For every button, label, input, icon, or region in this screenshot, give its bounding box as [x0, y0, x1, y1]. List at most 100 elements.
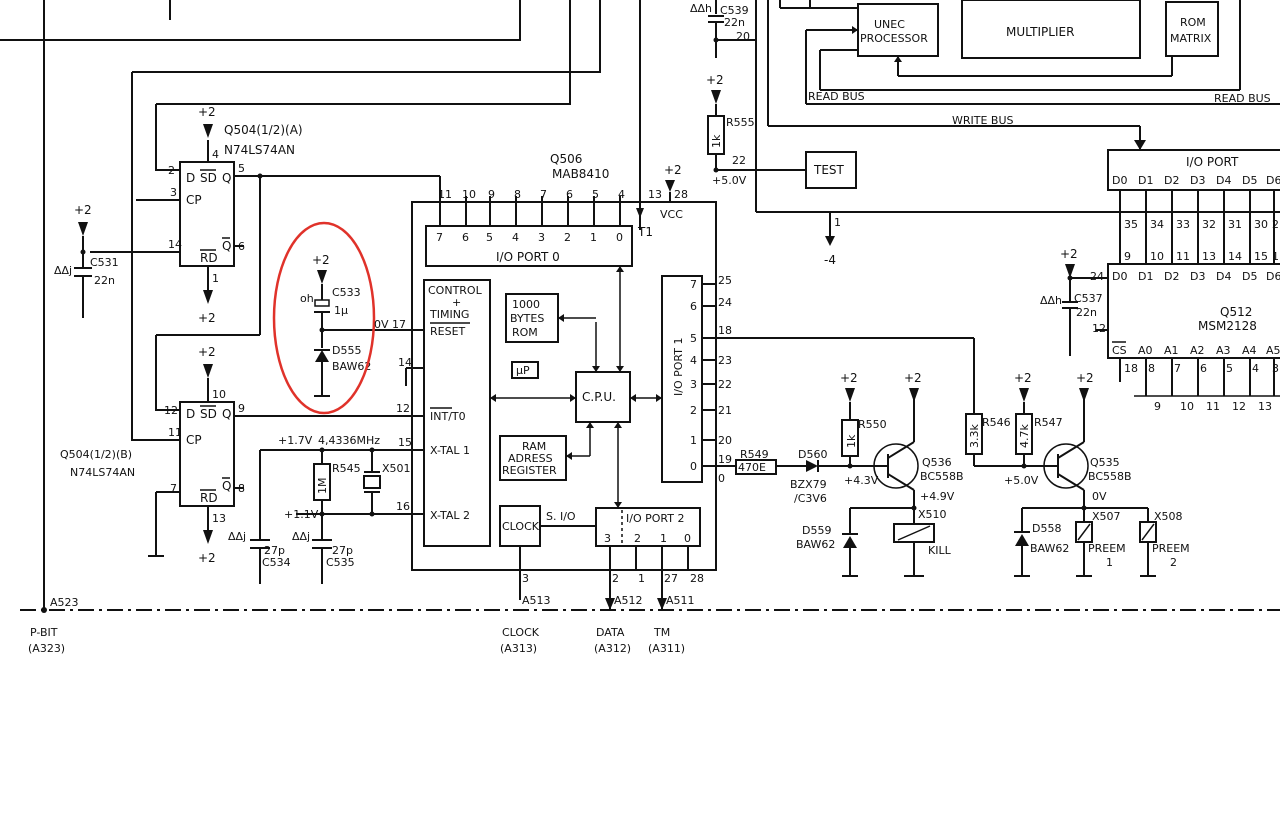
c537-node: ΔΔh — [1040, 294, 1062, 307]
crystal-network: +1.7V 4,4336MHz +1.1V 1M R545 X501 ΔΔj 2… — [228, 434, 411, 584]
ram-line3: REGISTER — [502, 464, 557, 477]
io-d5: D5 — [1242, 174, 1257, 187]
port2-bit-0: 0 — [684, 532, 691, 545]
r555-pin: 22 — [732, 154, 746, 167]
c533-node: oh — [300, 292, 314, 305]
a513-label: A513 — [522, 594, 551, 607]
r549-out: 0 — [718, 472, 725, 485]
q504b-qn-label: Q — [222, 479, 231, 493]
q506-clock-block: CLOCK S. I/O 3 — [499, 505, 596, 600]
x508-label1: PREEM — [1152, 542, 1190, 555]
q512-top-pin-1: 1 — [1272, 250, 1279, 263]
c533-value: 1μ — [334, 304, 348, 317]
q504a-part: N74LS74AN — [224, 143, 295, 157]
q504a-d-label: D — [186, 171, 195, 185]
io-port-right: I/O PORT D0 D1 D2 D3 D4 D5 D6 35 34 33 3… — [1107, 149, 1280, 264]
q504b-pin8: 8 — [238, 482, 245, 495]
q504a-q-label: Q — [222, 171, 231, 185]
q506-rom-block: 1000 BYTES ROM — [505, 293, 559, 343]
q506-io-port2: I/O PORT 2 3 2 1 0 2 1 27 28 — [595, 507, 704, 610]
d559-ref: D559 — [802, 524, 831, 537]
minus4-label: -4 — [824, 253, 836, 267]
q504a-pin2: 2 — [168, 164, 175, 177]
control-line1: CONTROL — [428, 284, 483, 297]
q535-v: 0V — [1092, 490, 1107, 503]
r547-ref: R547 — [1034, 416, 1063, 429]
port1-label: I/O PORT 1 — [672, 338, 685, 396]
q506-pin-10: 10 — [462, 188, 476, 201]
q535-ref: Q535 — [1090, 456, 1120, 469]
port1-bit-7: 7 — [690, 278, 697, 291]
q504a-pin3: 3 — [170, 186, 177, 199]
r545-ref: R545 — [332, 462, 361, 475]
q512-d6: D6 — [1266, 270, 1280, 283]
port2-label: I/O PORT 2 — [626, 512, 684, 525]
q512-supply: +2 — [1060, 247, 1078, 261]
x501-ref: X501 — [382, 462, 411, 475]
xtal-frequency: 4,4336MHz — [318, 434, 380, 447]
d560-ref: D560 — [798, 448, 827, 461]
port1-pin-18: 18 — [718, 324, 732, 337]
q536-ref: Q536 — [922, 456, 952, 469]
port0-bit-1: 1 — [590, 231, 597, 244]
io-pin-32: 32 — [1202, 218, 1216, 231]
d560-sub: /C3V6 — [794, 492, 827, 505]
r555-ref: R555 — [726, 116, 755, 129]
x507-ref: X507 — [1092, 510, 1121, 523]
q536-vbase: +4.3V — [844, 474, 879, 487]
ic-q512: 9 10 11 13 14 15 1 D0 D1 D2 D3 D4 D5 D6 … — [1090, 250, 1280, 413]
io-pin-35: 35 — [1124, 218, 1138, 231]
io-pin-30: 30 — [1254, 218, 1268, 231]
q504b-supply-top: +2 — [198, 345, 216, 359]
d558-part: BAW62 — [1030, 542, 1069, 555]
q512-d1: D1 — [1138, 270, 1153, 283]
q512-d2: D2 — [1164, 270, 1179, 283]
reset-circuit-c533-d555: +2 oh C533 1μ D555 BAW62 — [272, 221, 420, 415]
kill-driver-circuit: R549 470E 0 D560 BZX79 /C3V6 +2 1k R550 … — [718, 371, 964, 577]
q512-ref: Q512 — [1220, 305, 1252, 319]
port2-pin-2: 2 — [612, 572, 619, 585]
q512-d0: D0 — [1112, 270, 1127, 283]
io-pin-33: 33 — [1176, 218, 1190, 231]
q512-top-pin-14: 14 — [1228, 250, 1242, 263]
port2-pin-28: 28 — [690, 572, 704, 585]
port0-bit-3: 3 — [538, 231, 545, 244]
port1-bit-5: 5 — [690, 332, 697, 345]
c531-node: ΔΔj — [54, 264, 72, 277]
rom-line2: BYTES — [510, 312, 544, 325]
q506-ram-block: RAM ADRESS REGISTER — [499, 435, 567, 481]
q512-top-pin-15: 15 — [1254, 250, 1268, 263]
c537-ref: C537 — [1074, 292, 1103, 305]
q512-a-pin-7: 7 — [1174, 362, 1181, 375]
io-d0: D0 — [1112, 174, 1127, 187]
port0-label: I/O PORT 0 — [496, 250, 560, 264]
q512-d5: D5 — [1242, 270, 1257, 283]
q504a-pin4: 4 — [212, 148, 219, 161]
c533-ref: C533 — [332, 286, 361, 299]
x508-label2: 2 — [1170, 556, 1177, 569]
bottom-connector-line: A523 P-BIT (A323) A513 CLOCK (A313) A512… — [20, 594, 1280, 655]
a523-label: A523 — [50, 596, 79, 609]
x510-ref: X510 — [918, 508, 947, 521]
port1-pin-20: 20 — [718, 434, 732, 447]
q536-part: BC558B — [920, 470, 964, 483]
d555-part: BAW62 — [332, 360, 371, 373]
c535-node: ΔΔj — [292, 530, 310, 543]
ic-q504b: D SD Q CP RD Q 12 11 +2 10 9 8 7 13 +2 Q… — [60, 345, 440, 565]
q504a-pin6: 6 — [238, 240, 245, 253]
x507-label2: 1 — [1106, 556, 1113, 569]
c539-value: 22n — [724, 16, 745, 29]
ic-q506: Q506 MAB8410 11 10 9 8 7 6 5 — [260, 152, 974, 610]
q506-pin-9: 9 — [488, 188, 495, 201]
port1-pin-24: 24 — [718, 296, 732, 309]
data-out-label: DATA — [596, 626, 625, 639]
port1-bit-0: 0 — [690, 460, 697, 473]
q504b-pin13: 13 — [212, 512, 226, 525]
io-pin-2: 2 — [1272, 218, 1279, 231]
x507-label1: PREEM — [1088, 542, 1126, 555]
ram-line2: ADRESS — [508, 452, 553, 465]
q506-pin-11: 11 — [438, 188, 452, 201]
q536-supply: +2 — [904, 371, 922, 385]
q504b-part: N74LS74AN — [70, 466, 135, 479]
